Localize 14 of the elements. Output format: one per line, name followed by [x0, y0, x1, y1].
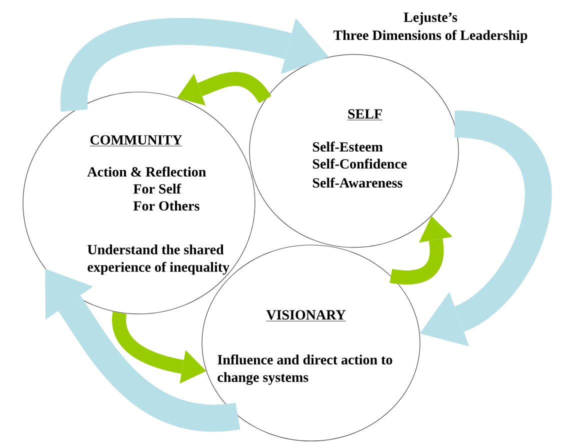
- text: Action & Reflection: [87, 166, 206, 177]
- heading: SELF: [347, 109, 383, 120]
- text: For Others: [133, 200, 200, 211]
- text: For Self: [133, 184, 182, 194]
- paragraph: Influence and direct action to change systems: [218, 354, 392, 385]
- circle: [249, 54, 459, 248]
- heading: COMMUNITY: [90, 135, 182, 146]
- heading: VISIONARY: [266, 310, 346, 322]
- paragraph: Understand the shared experience of inequality: [88, 244, 230, 275]
- circle: [22, 92, 256, 314]
- text: Self-Esteem: [312, 142, 383, 152]
- text: Self-Awareness: [312, 178, 402, 188]
- title: Lejuste’s Three Dimensions of Leadership: [333, 12, 528, 43]
- text: Self-Confidence: [312, 158, 407, 169]
